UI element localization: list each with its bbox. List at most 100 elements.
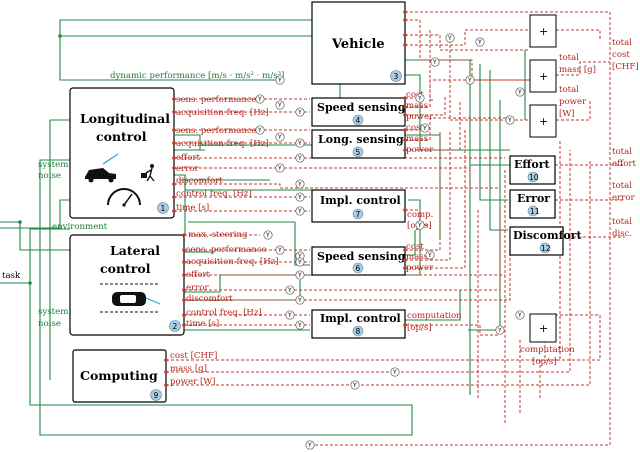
- sum-node-power: +: [529, 104, 557, 138]
- svg-text:system: system: [38, 307, 68, 317]
- utility-y-glyph: Y: [297, 253, 302, 260]
- svg-text:total: total: [559, 85, 579, 95]
- svg-text:effort: effort: [186, 270, 210, 280]
- svg-text:Discomfort: Discomfort: [513, 229, 582, 242]
- svg-text:power: power: [559, 97, 587, 107]
- utility-y-glyph: Y: [497, 327, 502, 334]
- utility-y-node: [275, 132, 285, 142]
- svg-text:noise: noise: [38, 319, 61, 329]
- sum-node-mass: +: [529, 59, 557, 93]
- utility-y-node: [255, 94, 265, 104]
- svg-text:+: +: [539, 322, 548, 335]
- utility-y-node: [295, 179, 305, 189]
- utility-y-node: [420, 123, 430, 133]
- junction-dots: [18, 10, 407, 387]
- utility-y-glyph: Y: [297, 109, 302, 116]
- utility-y-node: [275, 163, 285, 173]
- utility-y-node: [285, 285, 295, 295]
- svg-text:total: total: [612, 217, 632, 227]
- svg-text:3: 3: [394, 72, 399, 81]
- speedometer-icon: [107, 188, 141, 207]
- utility-y-node: [295, 295, 305, 305]
- block-longitudinal-control[interactable]: Longitudinal control 1: [69, 87, 175, 219]
- utility-y-node: [295, 138, 305, 148]
- utility-y-glyph: Y: [297, 140, 302, 147]
- svg-text:+: +: [539, 70, 548, 83]
- svg-text:discomfort: discomfort: [176, 176, 223, 186]
- utility-y-node: [263, 230, 273, 240]
- car-icon: [85, 153, 119, 183]
- utility-y-node: [350, 380, 360, 390]
- utility-y-node: [275, 100, 285, 110]
- svg-text:Error: Error: [517, 192, 550, 205]
- svg-text:computation: computation: [520, 345, 575, 355]
- svg-text:acquisition freq. [Hz]: acquisition freq. [Hz]: [176, 108, 269, 118]
- utility-y-node: [515, 310, 525, 320]
- svg-text:control: control: [100, 261, 151, 276]
- svg-text:5: 5: [356, 148, 361, 157]
- block-vehicle[interactable]: Vehicle 3: [311, 1, 406, 85]
- utility-y-glyph: Y: [265, 232, 270, 239]
- block-discomfort[interactable]: Discomfort 12: [509, 226, 582, 256]
- utility-y-node: [295, 270, 305, 280]
- svg-text:total: total: [559, 53, 579, 63]
- svg-text:Computing: Computing: [80, 368, 158, 383]
- svg-text:environment: environment: [52, 222, 108, 232]
- utility-y-glyph: Y: [287, 287, 292, 294]
- svg-text:Speed sensing: Speed sensing: [317, 250, 406, 263]
- utility-y-glyph: Y: [392, 369, 397, 376]
- svg-text:cost: cost: [406, 123, 424, 133]
- svg-text:power [W]: power [W]: [170, 377, 216, 387]
- svg-text:error: error: [186, 283, 209, 293]
- svg-text:sens. performance: sens. performance: [176, 126, 257, 136]
- utility-y-glyph: Y: [297, 181, 302, 188]
- vehicle-title: Vehicle: [331, 37, 385, 52]
- block-impl-control-long[interactable]: Impl. control 7: [311, 189, 406, 223]
- utility-y-node: [295, 206, 305, 216]
- svg-text:Speed sensing: Speed sensing: [317, 101, 406, 114]
- utility-y-node: [415, 220, 425, 230]
- svg-text:7: 7: [356, 210, 361, 219]
- svg-text:control freq. [Hz]: control freq. [Hz]: [176, 189, 252, 199]
- svg-text:9: 9: [154, 391, 159, 400]
- block-effort[interactable]: Effort 10: [509, 155, 556, 185]
- svg-text:mass: mass: [406, 252, 428, 262]
- svg-text:1: 1: [161, 204, 166, 213]
- utility-y-glyph: Y: [477, 39, 482, 46]
- svg-text:8: 8: [356, 327, 361, 336]
- utility-y-glyph: Y: [277, 77, 282, 84]
- utility-y-glyph: Y: [277, 165, 282, 172]
- svg-text:noise: noise: [38, 171, 61, 181]
- block-lateral-control[interactable]: Lateral control 2: [69, 234, 185, 336]
- svg-text:disc.: disc.: [612, 229, 632, 239]
- utility-y-node: [295, 257, 305, 267]
- edge-labels: dynamic performance [m/s · m/s² · m/s³] …: [2, 38, 639, 387]
- svg-text:system: system: [38, 160, 68, 170]
- lane-car-icon: [100, 283, 161, 313]
- block-long-sensing[interactable]: Long. sensing 5: [311, 129, 406, 159]
- block-speed-sensing-long[interactable]: Speed sensing 4: [311, 97, 406, 127]
- resource-links: [166, 11, 625, 446]
- svg-text:time [s]: time [s]: [186, 319, 219, 329]
- utility-y-glyph: Y: [297, 322, 302, 329]
- svg-text:power: power: [406, 263, 434, 273]
- svg-text:Impl. control: Impl. control: [320, 194, 401, 207]
- svg-text:max. steering: max. steering: [188, 230, 248, 240]
- utility-y-node: [305, 440, 315, 450]
- svg-text:total: total: [612, 38, 632, 48]
- block-computing[interactable]: Computing 9: [72, 349, 167, 403]
- utility-y-glyph: Y: [517, 89, 522, 96]
- svg-text:acquisition freq. [Hz]: acquisition freq. [Hz]: [186, 257, 279, 267]
- block-error[interactable]: Error 11: [509, 189, 556, 219]
- block-speed-sensing-lat[interactable]: Speed sensing 6: [311, 246, 406, 276]
- block-impl-control-lat[interactable]: Impl. control 8: [311, 309, 406, 339]
- utility-y-node: [295, 107, 305, 117]
- svg-text:6: 6: [356, 264, 361, 273]
- utility-y-glyph: Y: [277, 134, 282, 141]
- svg-text:[CHF]: [CHF]: [612, 62, 639, 72]
- svg-text:sens. performance: sens. performance: [176, 95, 257, 105]
- svg-text:total: total: [612, 181, 632, 191]
- svg-text:power: power: [406, 145, 434, 155]
